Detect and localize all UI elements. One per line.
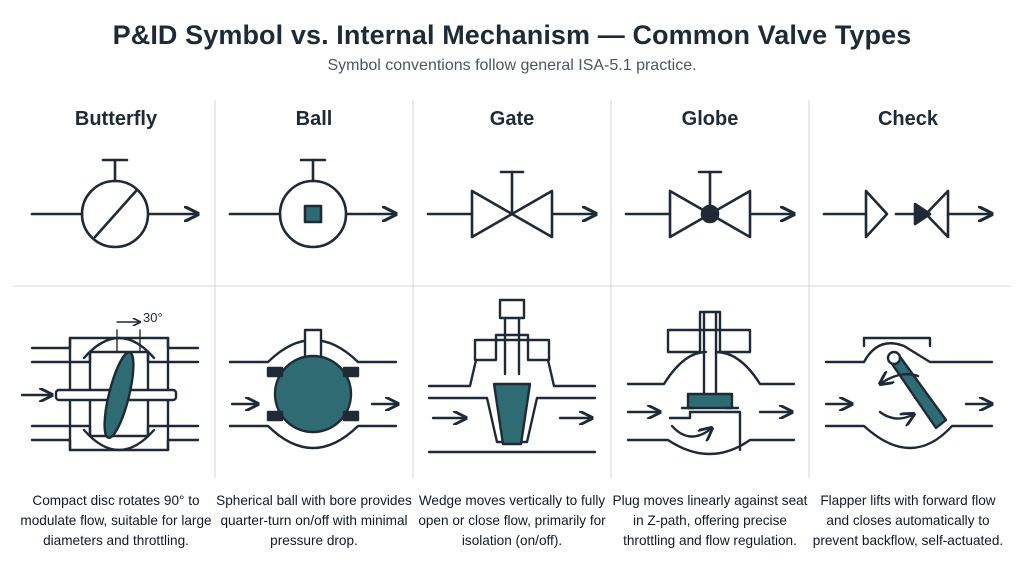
check-mechanism — [824, 336, 992, 450]
page-title: P&ID Symbol vs. Internal Mechanism — Com… — [112, 20, 912, 50]
gate-pid-symbol — [426, 170, 596, 239]
ball-description: Spherical ball with bore provides quarte… — [216, 493, 412, 548]
globe-pid-symbol — [624, 170, 794, 239]
ball-mechanism — [228, 328, 398, 450]
check-pid-symbol — [822, 189, 992, 239]
angle-annotation: 30° — [143, 310, 163, 325]
check-description: Flapper lifts with forward flow and clos… — [812, 493, 1004, 548]
gate-description: Wedge moves vertically to fully open or … — [418, 493, 606, 548]
gate-mechanism — [427, 298, 597, 454]
ball-pid-symbol — [228, 158, 396, 249]
ball-heading: Ball — [295, 108, 333, 130]
globe-mechanism — [626, 310, 796, 456]
page-subtitle: Symbol conventions follow general ISA-5.… — [327, 57, 697, 74]
butterfly-pid-symbol — [30, 158, 198, 249]
butterfly-heading: Butterfly — [74, 108, 158, 130]
butterfly-mechanism — [20, 322, 200, 452]
butterfly-description: Compact disc rotates 90° to modulate flo… — [20, 493, 212, 548]
globe-description: Plug moves linearly against seat in Z-pa… — [612, 493, 808, 548]
column-dividers — [214, 100, 810, 478]
check-heading: Check — [877, 108, 939, 130]
gate-heading: Gate — [489, 108, 535, 130]
globe-heading: Globe — [681, 108, 739, 130]
